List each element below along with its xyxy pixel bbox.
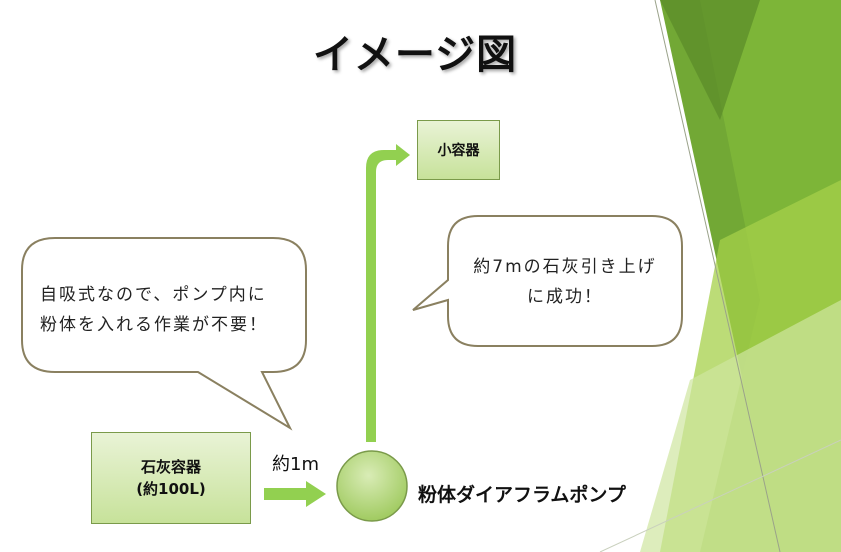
green-stripe-top <box>660 0 760 120</box>
left-callout-text: 自吸式なので、ポンプ内に 粉体を入れる作業が不要！ <box>40 280 268 340</box>
left-callout-line1: 自吸式なので、ポンプ内に <box>40 285 267 305</box>
lime-container-label: 石灰容器 <box>140 458 201 476</box>
horizontal-flow-arrow-head <box>306 481 326 507</box>
distance-label: 約1m <box>272 454 319 475</box>
right-callout-line1: 約7mの石灰引き上げ <box>473 257 657 277</box>
left-callout-bubble <box>21 237 307 431</box>
green-stripe-pale <box>640 300 841 552</box>
vertical-flow-arrow-head <box>396 144 410 166</box>
page-title: イメージ図 <box>312 32 518 78</box>
thin-line-1 <box>654 0 781 552</box>
lime-container-capacity: (約100L) <box>136 480 206 498</box>
left-callout-line2: 粉体を入れる作業が不要！ <box>40 315 268 335</box>
small-container-label: 小容器 <box>437 143 480 159</box>
small-container-box: 小容器 <box>417 120 500 180</box>
vertical-flow-arrow-shaft <box>366 150 398 442</box>
pump-circle <box>336 450 408 522</box>
right-callout-line2: に成功！ <box>527 287 603 307</box>
right-callout-bubble <box>412 215 683 347</box>
lime-container-box: 石灰容器 (約100L) <box>91 432 251 524</box>
right-callout-text: 約7mの石灰引き上げ に成功！ <box>455 252 675 312</box>
pump-label: 粉体ダイアフラムポンプ <box>418 484 626 506</box>
thin-line-2 <box>599 439 841 552</box>
horizontal-flow-arrow-shaft <box>264 488 308 500</box>
